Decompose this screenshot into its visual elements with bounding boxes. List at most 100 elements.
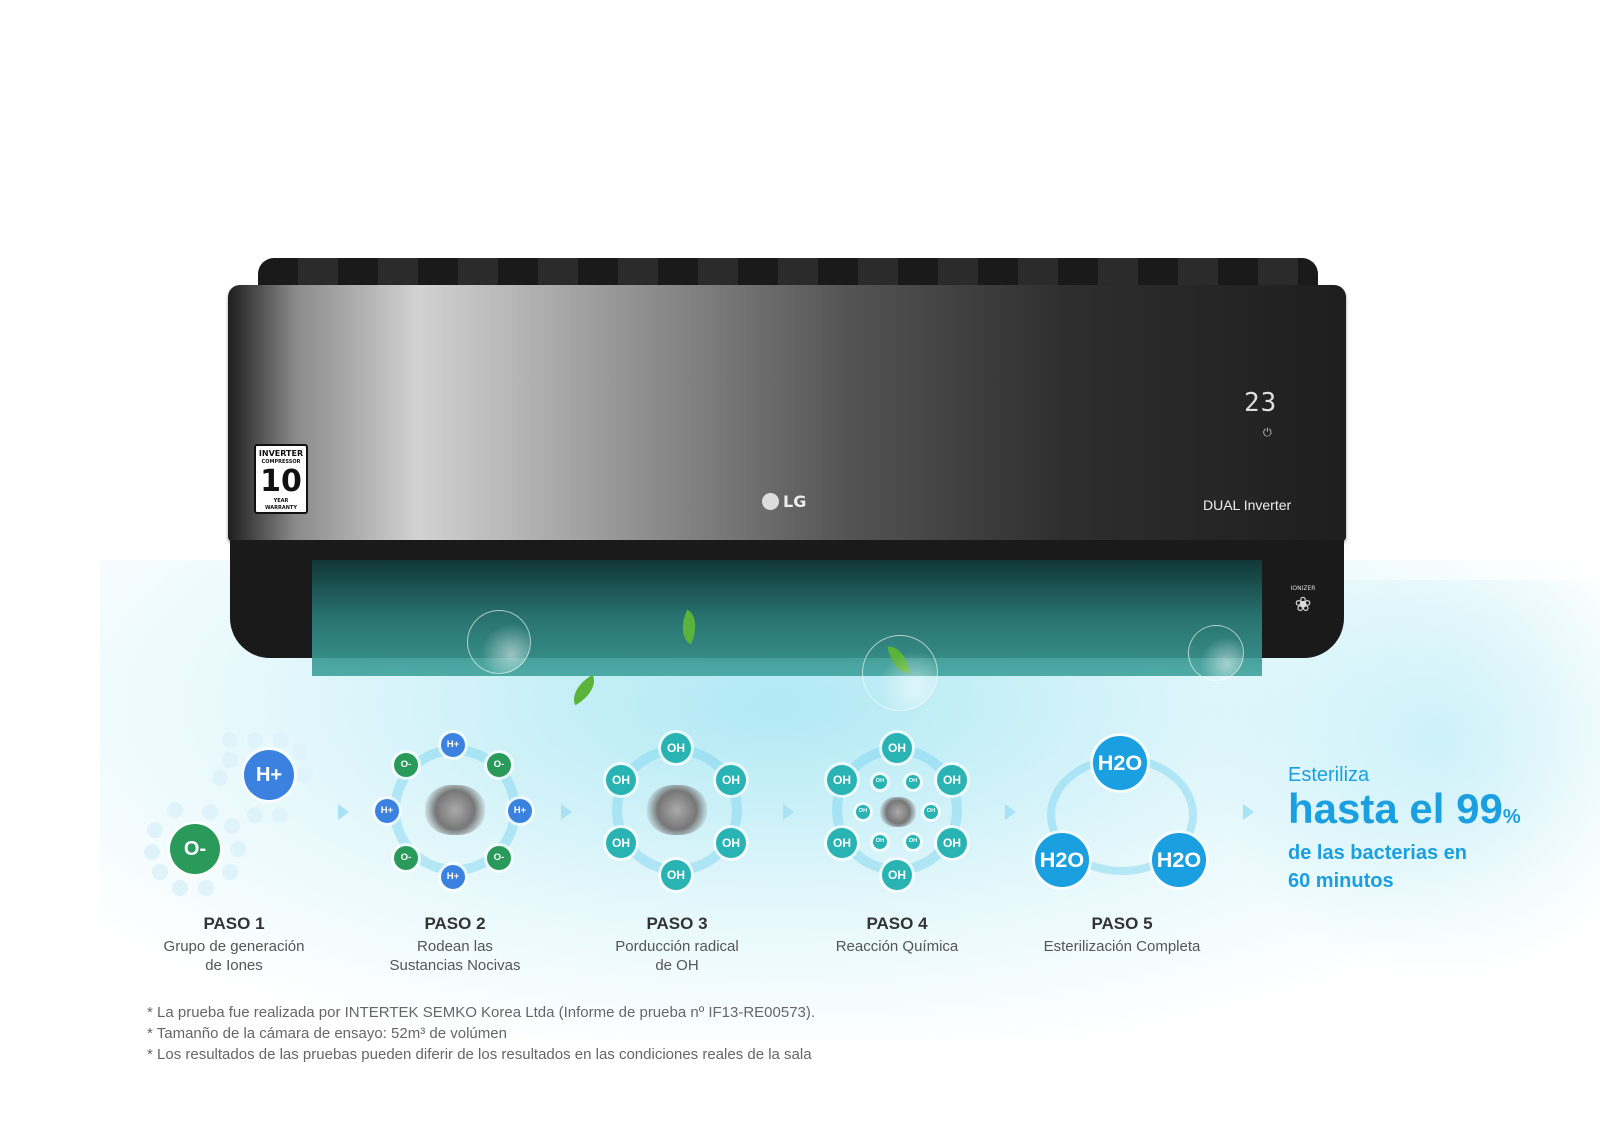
ionizer-indicator: IONIZER ❀ [1282,585,1324,615]
molecule-oh: OH [606,765,636,795]
molecule-ominus: O- [487,846,511,870]
ion-dot [273,732,289,748]
dust-particle [880,797,916,827]
bubble-icon [1188,625,1244,681]
ion-dot [247,807,263,823]
warranty-badge: INVERTER COMPRESSOR 10 YEAR WARRANTY [254,444,308,514]
ion-dot [247,732,263,748]
power-icon: ⏻ [1263,426,1272,439]
molecule-ominus: O- [394,846,418,870]
ion-dot [147,822,163,838]
molecule-oh: OH [873,775,887,789]
step-title: PASO 5 [1091,914,1153,933]
badge-unit: YEAR [273,498,289,504]
molecule-hplus: H+ [441,865,465,889]
ion-dot [222,732,238,748]
molecule-oh: OH [661,733,691,763]
molecule-oh: OH [882,733,912,763]
lg-logo-icon [762,493,779,510]
ion-dot [230,841,246,857]
molecule-oh: OH [716,765,746,795]
arrow-icon [783,804,794,820]
badge-line: WARRANTY [265,505,297,511]
front-panel [228,285,1346,541]
arrow-icon [338,804,349,820]
step-description: de Iones [205,957,263,974]
footnote: * La prueba fue realizada por INTERTEK S… [147,1004,816,1021]
ion-dot [144,844,160,860]
step-description: Esterilización Completa [1043,938,1201,955]
step-1: PASO 1 Grupo de generación de Iones [134,914,334,975]
arrow-icon [561,804,572,820]
molecule-oh: OH [827,765,857,795]
ion-dot [272,807,288,823]
badge-line: COMPRESSOR [261,459,301,465]
air-outlet [312,560,1262,676]
footnotes: * La prueba fue realizada por INTERTEK S… [147,1002,815,1065]
molecule-ominus: O- [394,753,418,777]
molecule-oh: OH [937,828,967,858]
ion-dot [292,744,308,760]
claim-line: Esteriliza [1288,764,1370,786]
footnote: * Los resultados de las pruebas pueden d… [147,1046,812,1063]
molecule-oh: OH [906,835,920,849]
badge-line: INVERTER [258,449,304,458]
molecule-oh: OH [716,828,746,858]
bubble-icon [467,610,531,674]
brand-text: LG [783,492,807,511]
ion-dot [202,804,218,820]
lg-logo: LG [762,492,806,511]
molecule-oh: OH [906,775,920,789]
step-description: Sustancias Nocivas [389,957,521,974]
step-title: PASO 3 [646,914,708,933]
claim-line: 60 minutos [1288,870,1394,892]
ion-dot [222,752,238,768]
step-5: PASO 5 Esterilización Completa [1022,914,1222,956]
molecule-ominus: O- [170,824,220,874]
badge-number: 10 [260,464,302,499]
molecule-oh: OH [856,805,870,819]
ion-dot [222,864,238,880]
molecule-h2o: H2O [1093,736,1147,790]
ion-dot [167,802,183,818]
ion-dot [172,880,188,896]
molecule-h2o: H2O [1035,833,1089,887]
step-title: PASO 4 [866,914,928,933]
dust-particle [425,785,485,835]
ionizer-icon: ❀ [1294,592,1312,616]
molecule-oh: OH [924,805,938,819]
molecule-oh: OH [827,828,857,858]
ionizer-label: IONIZER [1290,585,1316,592]
ion-dot [212,770,228,786]
ion-dot [297,767,313,783]
molecule-h2o: H2O [1152,833,1206,887]
ion-dot [152,864,168,880]
molecule-oh: OH [661,860,691,890]
claim-headline: hasta el 99% [1288,787,1521,839]
molecule-ominus: O- [487,753,511,777]
bubble-icon [862,635,938,711]
dust-particle [647,785,707,835]
footnote: * Tamanño de la cámara de ensayo: 52m³ d… [147,1025,507,1042]
step-description: de OH [655,957,699,974]
step-description: Reacción Química [835,938,959,955]
step-title: PASO 1 [203,914,265,933]
molecule-hplus: H+ [508,799,532,823]
model-label: DUAL Inverter [1203,497,1292,513]
sterilization-claim: Esteriliza hasta el 99% de las bacterias… [1288,763,1521,895]
molecule-hplus: H+ [441,733,465,757]
molecule-oh: OH [937,765,967,795]
ion-dot [198,880,214,896]
molecule-oh: OH [882,860,912,890]
molecule-hplus: H+ [244,750,294,800]
temperature-display: 23 [1244,388,1278,418]
arrow-icon [1243,804,1254,820]
step-title: PASO 2 [424,914,486,933]
step-description: Grupo de generación [163,938,305,955]
step-4: PASO 4 Reacción Química [797,914,997,956]
claim-headline-text: hasta el 99 [1288,785,1503,832]
step-description: Rodean las [417,938,493,955]
molecule-hplus: H+ [375,799,399,823]
